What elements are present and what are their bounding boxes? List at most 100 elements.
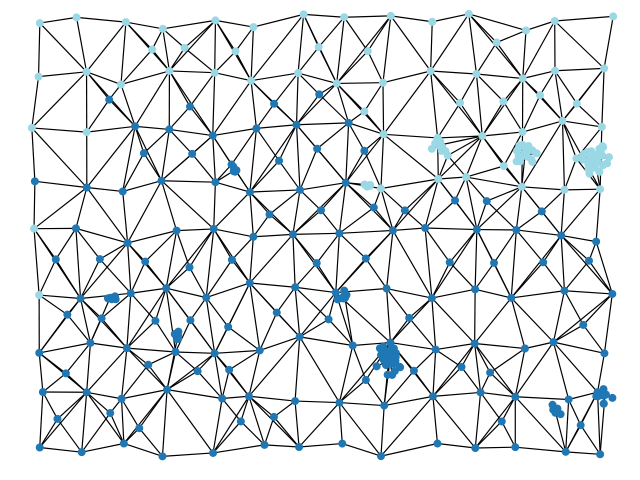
graph-edge bbox=[468, 13, 478, 75]
graph-node-dark bbox=[270, 99, 279, 108]
graph-node-dark bbox=[61, 369, 70, 378]
graph-edge bbox=[138, 389, 168, 429]
graph-edge bbox=[297, 72, 337, 85]
graph-node-light bbox=[595, 167, 604, 176]
graph-node-light bbox=[584, 160, 593, 169]
graph-edge bbox=[297, 72, 320, 95]
graph-node-dark bbox=[382, 284, 391, 293]
graph-edge bbox=[38, 352, 67, 374]
graph-edge bbox=[539, 94, 563, 122]
graph-edge bbox=[276, 286, 296, 313]
graph-edge bbox=[86, 125, 136, 188]
graph-edge bbox=[255, 103, 275, 129]
graph-node-dark bbox=[380, 401, 389, 410]
graph-edge bbox=[228, 369, 250, 397]
graph-node-light bbox=[456, 98, 465, 107]
graph-edge bbox=[175, 319, 191, 353]
graph-node-dark bbox=[608, 393, 617, 402]
graph-edge bbox=[476, 186, 523, 230]
graph-edge bbox=[515, 210, 543, 231]
graph-edge bbox=[476, 229, 495, 264]
graph-edge bbox=[435, 342, 475, 351]
graph-edge bbox=[248, 350, 261, 397]
graph-edge bbox=[431, 262, 451, 299]
graph-edge bbox=[86, 186, 123, 193]
graph-node-dark bbox=[537, 207, 546, 216]
graph-edge bbox=[439, 135, 483, 146]
graph-edge bbox=[430, 13, 470, 72]
graph-node-dark bbox=[383, 347, 392, 356]
graph-edge bbox=[496, 29, 527, 44]
graph-edge bbox=[42, 391, 58, 420]
graph-node-dark bbox=[76, 294, 85, 303]
graph-edge bbox=[365, 379, 385, 406]
graph-edge bbox=[316, 148, 347, 184]
graph-edge bbox=[168, 47, 186, 72]
graph-edge bbox=[460, 343, 476, 368]
graph-node-light bbox=[362, 181, 371, 190]
graph-node-dark bbox=[335, 398, 344, 407]
graph-edge bbox=[576, 68, 605, 104]
graph-edge bbox=[259, 336, 300, 351]
graph-edge bbox=[31, 76, 40, 128]
graph-edge bbox=[120, 84, 136, 127]
graph-edge bbox=[363, 111, 385, 135]
graph-node-light bbox=[572, 154, 581, 163]
graph-edge bbox=[510, 297, 526, 349]
graph-edge bbox=[166, 334, 179, 390]
graph-node-light bbox=[386, 11, 395, 20]
graph-edge bbox=[79, 298, 91, 344]
graph-edge bbox=[565, 424, 582, 453]
graph-node-light bbox=[332, 79, 341, 88]
graph-edge bbox=[493, 229, 517, 264]
graph-edge bbox=[392, 227, 426, 232]
graph-edge bbox=[249, 236, 254, 284]
graph-edge bbox=[345, 182, 394, 231]
graph-edge bbox=[521, 186, 543, 212]
graph-node-dark bbox=[260, 440, 269, 449]
graph-node-dark bbox=[396, 363, 405, 372]
graph-edge bbox=[248, 395, 300, 448]
graph-node-dark bbox=[82, 183, 91, 192]
graph-edge bbox=[432, 396, 439, 444]
graph-node-dark bbox=[252, 124, 261, 133]
graph-edge bbox=[269, 213, 294, 235]
graph-node-light bbox=[437, 142, 446, 151]
graph-node-dark bbox=[608, 289, 617, 298]
graph-node-dark bbox=[185, 263, 194, 272]
graph-node-light bbox=[609, 12, 618, 21]
graph-edge bbox=[564, 290, 613, 295]
graph-node-light bbox=[314, 43, 323, 52]
graph-node-dark bbox=[35, 443, 44, 452]
graph-node-light bbox=[478, 131, 487, 140]
graph-edge bbox=[459, 73, 477, 104]
graph-edge bbox=[383, 133, 438, 139]
graph-edge bbox=[380, 188, 394, 231]
graph-edge bbox=[122, 191, 129, 244]
graph-edge bbox=[296, 122, 349, 126]
graph-node-dark bbox=[272, 308, 281, 317]
graph-edge bbox=[299, 292, 337, 338]
graph-node-dark bbox=[344, 118, 353, 127]
graph-edge bbox=[76, 16, 126, 23]
graph-edge bbox=[501, 421, 516, 448]
graph-edge bbox=[296, 94, 320, 126]
graph-edge bbox=[475, 73, 483, 137]
graph-node-dark bbox=[202, 293, 211, 302]
graph-edge bbox=[259, 312, 278, 351]
graph-node-dark bbox=[564, 395, 573, 404]
graph-edge bbox=[252, 214, 271, 238]
graph-node-dark bbox=[348, 341, 357, 350]
graph-edge bbox=[424, 227, 433, 299]
graph-node-dark bbox=[511, 392, 520, 401]
graph-edge bbox=[425, 227, 477, 231]
graph-edge bbox=[231, 128, 257, 165]
graph-node-dark bbox=[388, 226, 397, 235]
graph-node-dark bbox=[490, 258, 499, 267]
graph-edge bbox=[603, 293, 613, 354]
graph-edge bbox=[55, 259, 82, 299]
graph-edge bbox=[454, 200, 478, 230]
graph-edge bbox=[522, 30, 527, 79]
graph-edge bbox=[392, 178, 439, 231]
graph-edge bbox=[345, 133, 385, 184]
